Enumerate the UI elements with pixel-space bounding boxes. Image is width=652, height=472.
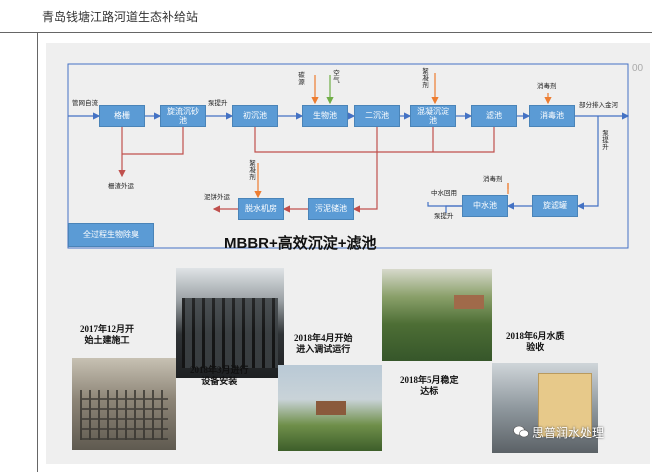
left-margin-rule [37,32,38,472]
box-zhongshui: 中水池 [462,195,508,217]
box-xiaodu: 消毒池 [529,105,575,127]
box-tuoshui: 脱水机房 [238,198,284,220]
label-coag-tuoshui: 絮凝剂 [249,160,256,181]
header-divider [0,32,652,33]
flow-to-xuanlv [576,116,599,210]
diagram-frame [67,63,629,249]
label-screenings: 栅渣外运 [108,183,134,190]
sludge-return-line [122,127,184,155]
label-carbon: 碳源 [298,72,305,86]
process-flow-lines [67,63,630,249]
milestone-5-line-2: 验收 [526,342,545,353]
box-lvchi: 滤池 [471,105,517,127]
milestone-5: 2018年6月水质 验收 [506,331,565,354]
page-title: 青岛钱塘江路河道生态补给站 [42,10,199,24]
label-partial-discharge: 部分排入金河 [579,102,618,109]
photo-site-park [278,365,382,451]
photo-water-sample [492,363,598,453]
box-quanguocheng: 全过程生物除臭 [68,223,154,247]
milestone-3: 2018年4月开始 进入调试运行 [294,333,353,356]
milestone-5-line-1: 2018年6月水质 [506,331,565,341]
milestone-2: 2018年3月进行 设备安装 [190,365,249,388]
milestone-3-line-2: 进入调试运行 [296,344,351,355]
wechat-icon [513,425,529,438]
corner-mark: 00 [632,63,644,74]
milestone-4-line-1: 2018年5月稳定 [400,375,459,385]
sludge-line-erchen [352,127,378,213]
milestone-1: 2017年12月开 始土建施工 [80,324,134,347]
label-air: 空气 [333,70,340,84]
label-disinf-mid: 消毒剂 [483,176,503,183]
photo-green-lawn [382,269,492,361]
milestone-3-line-1: 2018年4月开始 [294,333,353,343]
label-reuse: 中水回用 [431,190,457,197]
photo-equipment [176,268,284,378]
photo-construction [72,358,176,450]
label-pump-lift-vertical: 泵提升 [602,130,609,151]
box-xuanlv: 旋滤罐 [532,195,578,217]
label-pump-lift: 泵提升 [208,100,228,107]
label-pump-lift-2: 泵提升 [434,213,454,220]
milestone-2-line-2: 设备安装 [201,376,238,387]
slide: 格栅 旋流沉砂池 初沉池 生物池 二沉池 混凝沉淀池 滤池 消毒池 脱水机房 污… [46,43,650,464]
box-hunning: 混凝沉淀池 [410,105,456,127]
milestone-4: 2018年5月稳定 达标 [400,375,459,398]
box-chuchen: 初沉池 [232,105,278,127]
label-inlet: 管网自流 [72,100,98,107]
watermark: 思普润水处理 [532,426,605,440]
box-xuanliu: 旋流沉砂池 [160,105,206,127]
box-wuni: 污泥储池 [308,198,354,220]
flow-reuse-pump [445,205,462,213]
label-coag: 絮凝剂 [422,68,429,89]
label-disinf-top: 消毒剂 [537,83,557,90]
box-shengwu: 生物池 [302,105,348,127]
process-title: MBBR+高效沉淀+滤池 [224,235,377,252]
milestone-2-line-1: 2018年3月进行 [190,365,249,375]
milestone-1-line-1: 2017年12月开 [80,324,135,334]
sludge-line-chuchen [254,127,495,153]
milestone-1-line-2: 始土建施工 [84,335,130,346]
box-geshan: 格栅 [99,105,145,127]
label-cake-out: 泥饼外运 [204,194,230,201]
milestone-4-line-2: 达标 [420,386,439,397]
box-erchen: 二沉池 [354,105,400,127]
